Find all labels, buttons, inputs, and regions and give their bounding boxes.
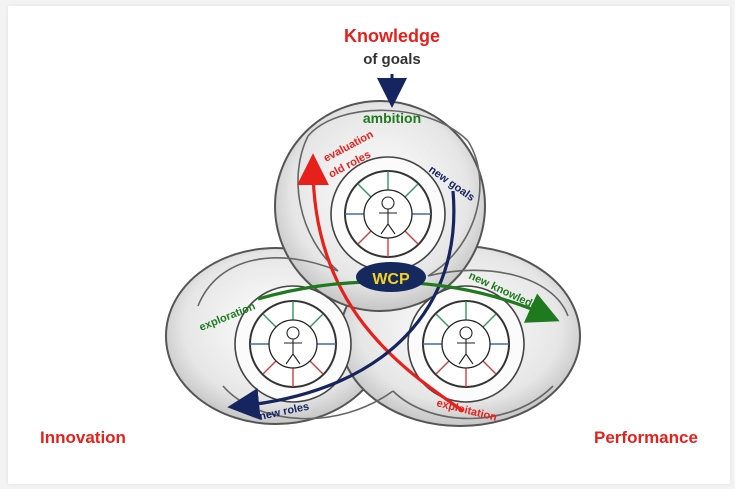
role-wheel-left [250, 301, 336, 387]
diagram-canvas: WCP Knowledge of goals Innovation Perfor… [8, 6, 730, 484]
role-wheel-top [345, 171, 431, 257]
new-goals-arrow [227, 190, 456, 420]
role-wheel-right [423, 301, 509, 387]
performance-label: Performance [594, 428, 698, 447]
of-goals-subtitle: of goals [363, 51, 421, 68]
innovation-label: Innovation [40, 428, 126, 447]
evaluation-arrow [297, 153, 464, 413]
knowledge-title: Knowledge [344, 26, 440, 46]
wcp-badge: WCP [356, 262, 426, 292]
trefoil-diagram: WCP Knowledge of goals Innovation Perfor… [40, 26, 698, 447]
ambition-label: ambition [363, 110, 421, 126]
trefoil-rings [165, 100, 581, 427]
wcp-label: WCP [372, 271, 410, 288]
